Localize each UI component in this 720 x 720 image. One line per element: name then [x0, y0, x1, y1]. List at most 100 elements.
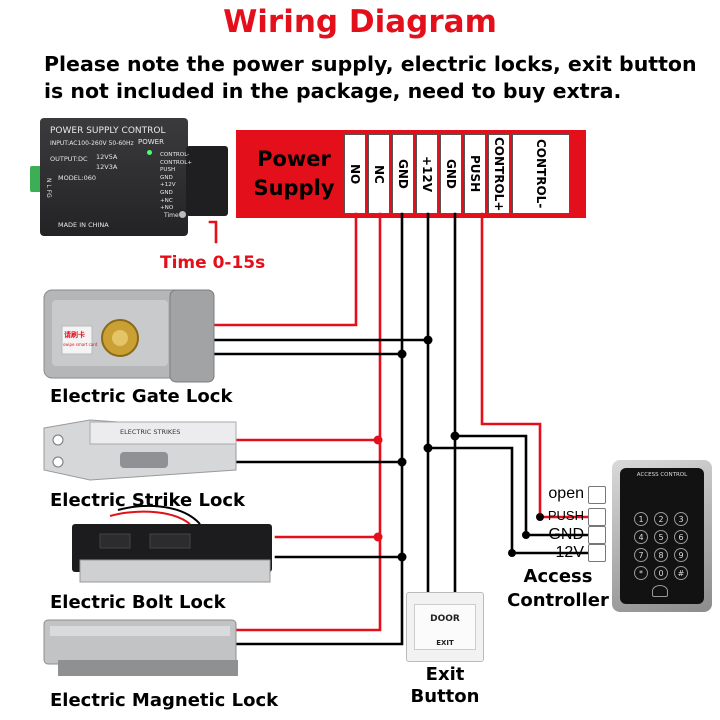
psu-input-text: INPUT:AC100-260V 50-60Hz [50, 140, 134, 147]
exit-button-label-line-2: Button [410, 686, 480, 707]
terminal-label: NC [372, 164, 386, 184]
psu-header: POWER SUPPLY CONTROL [50, 126, 166, 136]
psu-terminal-label: CONTROL- [160, 152, 190, 158]
exit-plate-text-exit: EXIT [436, 639, 454, 647]
access-controller-label-line-2: Controller [507, 590, 609, 611]
ac-terminal-label-push: PUSH [547, 508, 584, 523]
electric-magnetic-lock-image [43, 619, 238, 676]
exit-button-label-line-1: Exit [425, 664, 465, 685]
psu-power-label: POWER [138, 138, 164, 146]
psu-terminal-label: +NO [160, 205, 174, 212]
keypad-key: 0 [654, 566, 668, 580]
junction-dot [397, 457, 407, 467]
electric-strike-lock-image [43, 419, 237, 481]
terminal-box [488, 134, 510, 214]
wire-push [480, 212, 592, 519]
psu-terminal-label-list: CONTROL- CONTROL+ PUSH GND +12V GND +NC … [160, 152, 193, 213]
psu-time-label: Time [164, 212, 179, 219]
terminal-strip-label: Power Supply [253, 147, 335, 200]
psu-output-option-1: 12V5A [96, 153, 118, 161]
keypad-key: 4 [634, 530, 648, 544]
diagram-title: Wiring Diagram [223, 4, 497, 40]
keypad-key: * [634, 566, 648, 580]
keypad-key: 1 [634, 512, 648, 526]
keypad-key: 5 [654, 530, 668, 544]
terminal-box [512, 134, 570, 214]
electric-gate-lock-image [43, 289, 215, 383]
terminal-label: NO [348, 163, 362, 185]
psu-made-in: MADE IN CHINA [58, 221, 109, 229]
psu-side-label: N L FG [45, 178, 52, 198]
psu-terminal-label: GND [160, 189, 173, 196]
junction-dot [373, 532, 383, 542]
electric-bolt-lock-image [72, 505, 272, 583]
terminal-label: PUSH [468, 155, 482, 193]
junction-dot [397, 552, 407, 562]
ac-terminal-label-12v: 12V [555, 544, 584, 561]
power-supply-device [40, 118, 188, 236]
access-controller-label-line-1: Access [523, 566, 593, 587]
electric-bolt-lock-label: Electric Bolt Lock [50, 592, 226, 613]
psu-model: MODEL:060 [58, 174, 97, 182]
ac-terminal-label-gnd: GND [548, 526, 584, 543]
electric-gate-lock-label: Electric Gate Lock [50, 386, 233, 407]
keypad-key: 3 [674, 512, 688, 526]
terminal-box [464, 134, 486, 214]
strike-lock-device-text: ELECTRIC STRIKES [120, 428, 181, 436]
junction-dot [397, 349, 407, 359]
psu-output-label: OUTPUT:DC [50, 155, 88, 163]
keypad-key: 2 [654, 512, 668, 526]
terminal-label: CONTROL- [534, 139, 548, 209]
psu-terminal-label: GND [160, 174, 173, 181]
time-annotation: Time 0-15s [160, 253, 266, 273]
psu-terminal-label: +12V [160, 182, 176, 189]
power-supply-side-block [186, 146, 228, 216]
junction-dots [373, 335, 544, 562]
wire-nc [234, 212, 382, 632]
psu-time-knob-icon [179, 211, 186, 218]
keypad-key: # [674, 566, 688, 580]
keypad-key: 7 [634, 548, 648, 562]
ac-terminal-screw-icon [588, 486, 606, 504]
terminal-box [440, 134, 462, 214]
wire-12v-controller [426, 446, 592, 555]
gate-lock-card-text: 请刷卡 [64, 331, 85, 339]
terminal-end-dot [508, 549, 516, 557]
wire-time-pot [208, 220, 218, 244]
ac-terminal-screw-icon [588, 508, 606, 526]
junction-dot [450, 431, 460, 441]
electric-magnetic-lock-label: Electric Magnetic Lock [50, 690, 279, 711]
ac-terminal-screw-icon [588, 526, 606, 544]
psu-terminal-label: +NC [160, 197, 173, 204]
terminal-label: GND [396, 159, 410, 189]
keypad-key: 6 [674, 530, 688, 544]
exit-button-plate: DOOR EXIT [414, 604, 476, 650]
keypad-header: ACCESS CONTROL [636, 472, 688, 478]
junction-dot [423, 335, 433, 345]
gate-lock-card-subtext: swipe smart card [63, 342, 98, 347]
keypad-key: 9 [674, 548, 688, 562]
keypad-key: 8 [654, 548, 668, 562]
terminal-label: GND [444, 159, 458, 189]
terminal-end-dot [522, 531, 530, 539]
junction-dot [373, 435, 383, 445]
wire-gnd2-controller [453, 434, 592, 537]
note-line-1: Please note the power supply, electric l… [44, 52, 697, 76]
ac-terminal-label-open: open [548, 485, 584, 502]
psu-output-option-2: 12V3A [96, 163, 118, 171]
psu-terminal-label: PUSH [160, 167, 176, 174]
psu-power-led [147, 150, 152, 155]
terminal-label: +12V [420, 155, 434, 193]
terminal-label: CONTROL+ [492, 136, 506, 212]
electric-strike-lock-label: Electric Strike Lock [50, 490, 245, 511]
exit-plate-text-door: DOOR [430, 614, 460, 624]
bell-icon [652, 585, 668, 597]
note-line-2: is not included in the package, need to … [44, 79, 622, 103]
junction-dot [423, 443, 433, 453]
wire-no [210, 212, 358, 327]
terminal-end-dot [536, 513, 544, 521]
ac-terminal-screw-icon [588, 544, 606, 562]
psu-terminal-label: CONTROL+ [160, 159, 193, 166]
